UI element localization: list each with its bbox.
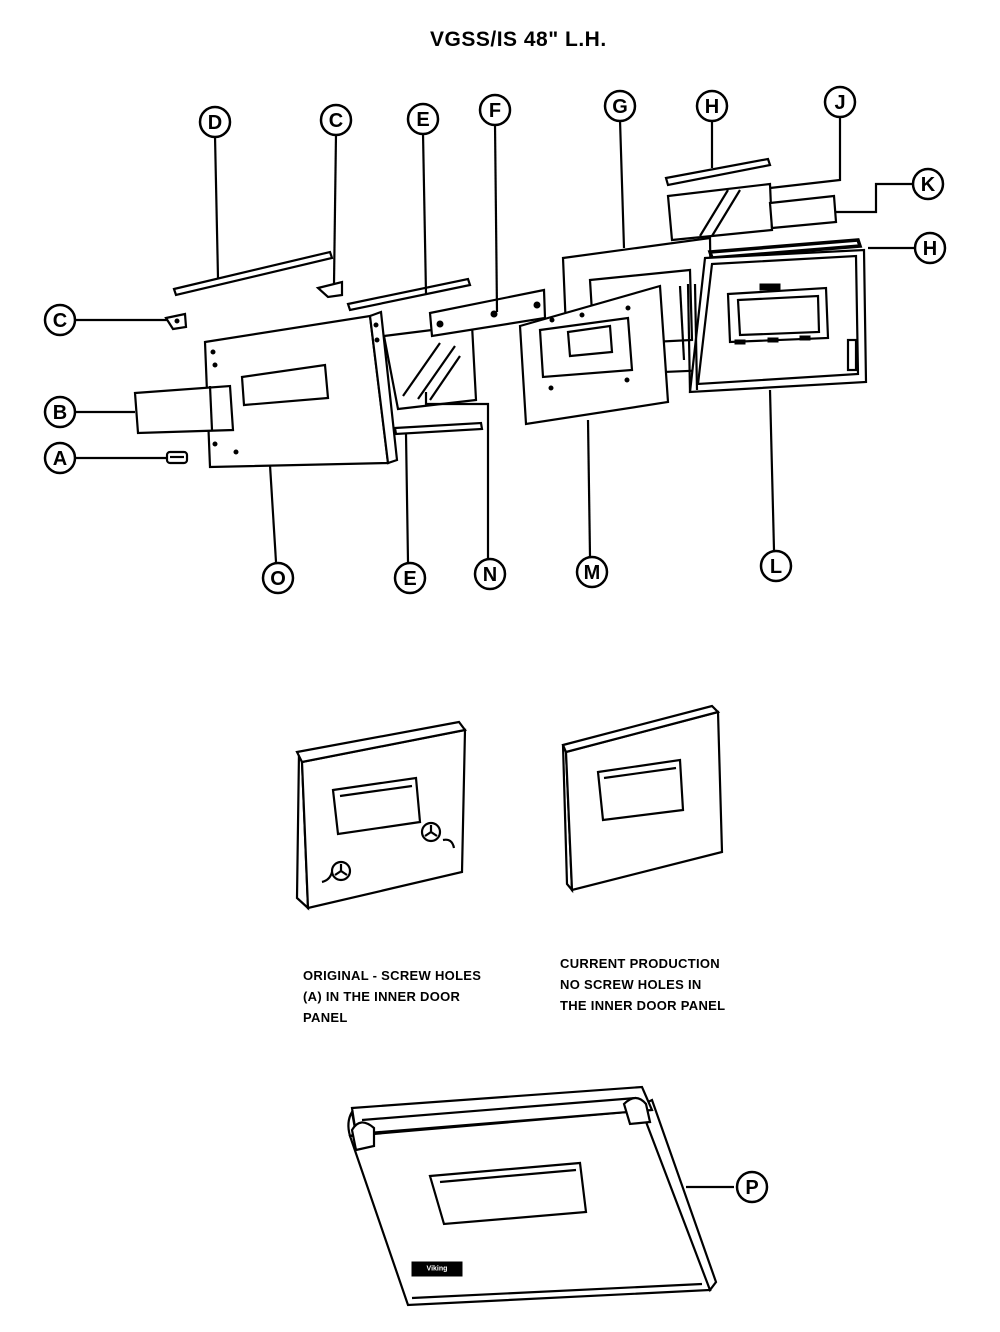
callout-3: F xyxy=(478,93,512,127)
callout-7: K xyxy=(911,167,945,201)
callout-letter: M xyxy=(584,562,601,584)
callout-letter: B xyxy=(53,402,67,424)
part-j-glass xyxy=(666,182,774,242)
callout-letter: J xyxy=(834,92,845,114)
viking-badge: Viking xyxy=(411,1261,463,1277)
callout-circle xyxy=(43,441,77,475)
part-a-clip xyxy=(165,450,189,465)
panel-original xyxy=(295,720,467,911)
callout-circle xyxy=(406,102,440,136)
callout-letter: O xyxy=(270,568,286,590)
note-original-panel: ORIGINAL - SCREW HOLES (A) IN THE INNER … xyxy=(303,968,482,1025)
part-b-small-glass xyxy=(133,384,235,435)
callout-letter: P xyxy=(745,1177,758,1199)
part-p-door-assembly: Viking xyxy=(347,1085,718,1307)
part-m-inner-panel xyxy=(518,284,670,426)
callout-10: B xyxy=(43,395,77,429)
callout-5: H xyxy=(695,89,729,123)
callout-letter: H xyxy=(705,96,719,118)
svg-text:Viking: Viking xyxy=(427,1266,448,1273)
callout-letter: D xyxy=(208,112,222,134)
part-o-outer-panel xyxy=(203,310,399,469)
callout-circle xyxy=(823,85,857,119)
callout-16: L xyxy=(759,549,793,583)
callout-letter: C xyxy=(53,310,67,332)
part-c-bracket-left xyxy=(164,312,188,331)
callout-letter: E xyxy=(416,109,429,131)
callout-11: A xyxy=(43,441,77,475)
callout-0: D xyxy=(198,105,232,139)
callout-circle xyxy=(473,557,507,591)
part-d-rail xyxy=(172,250,334,297)
part-e-rail-upper xyxy=(346,277,472,312)
callout-letter: A xyxy=(53,448,67,470)
callout-8: H xyxy=(913,231,947,265)
callout-circle xyxy=(911,167,945,201)
callout-circle xyxy=(393,561,427,595)
callout-circle xyxy=(575,555,609,589)
leader-lines xyxy=(75,116,914,1189)
part-c-bracket-upper xyxy=(315,280,344,299)
part-n-glass xyxy=(382,323,478,411)
note-current-panel: CURRENT PRODUCTION NO SCREW HOLES IN THE… xyxy=(560,956,726,1013)
part-h-trim-upper xyxy=(664,157,772,187)
callout-circle xyxy=(735,1170,769,1204)
part-k-small-glass xyxy=(768,194,838,230)
callout-circle xyxy=(198,105,232,139)
callout-letter: L xyxy=(770,556,782,578)
screw-hole-left xyxy=(330,860,352,882)
callout-13: E xyxy=(393,561,427,595)
part-l-liner xyxy=(686,248,868,394)
callout-9: C xyxy=(43,303,77,337)
callout-circle xyxy=(603,89,637,123)
part-h-trim-lower xyxy=(707,238,863,260)
callout-letter: H xyxy=(923,238,937,260)
callout-circle xyxy=(43,303,77,337)
panel-current xyxy=(561,704,724,894)
callout-6: J xyxy=(823,85,857,119)
callout-12: O xyxy=(261,561,295,595)
callout-circle xyxy=(913,231,947,265)
part-e-rail-lower xyxy=(393,421,484,436)
callout-circle xyxy=(695,89,729,123)
page-title: VGSS/IS 48" L.H. xyxy=(430,28,607,51)
callout-labels: D C E F G H J K H C B A O E N M L P xyxy=(43,85,947,1204)
callout-letter: E xyxy=(403,568,416,590)
callout-letter: F xyxy=(489,100,501,122)
callout-circle xyxy=(261,561,295,595)
callout-1: C xyxy=(319,103,353,137)
callout-17: P xyxy=(735,1170,769,1204)
callout-14: N xyxy=(473,557,507,591)
callout-4: G xyxy=(603,89,637,123)
callout-circle xyxy=(43,395,77,429)
callout-letter: G xyxy=(612,96,628,118)
callout-2: E xyxy=(406,102,440,136)
screw-hole-right xyxy=(420,821,442,843)
callout-15: M xyxy=(575,555,609,589)
callout-circle xyxy=(319,103,353,137)
callout-letter: C xyxy=(329,110,343,132)
callout-circle xyxy=(478,93,512,127)
callout-letter: K xyxy=(921,174,936,196)
callout-letter: N xyxy=(483,564,497,586)
callout-circle xyxy=(759,549,793,583)
